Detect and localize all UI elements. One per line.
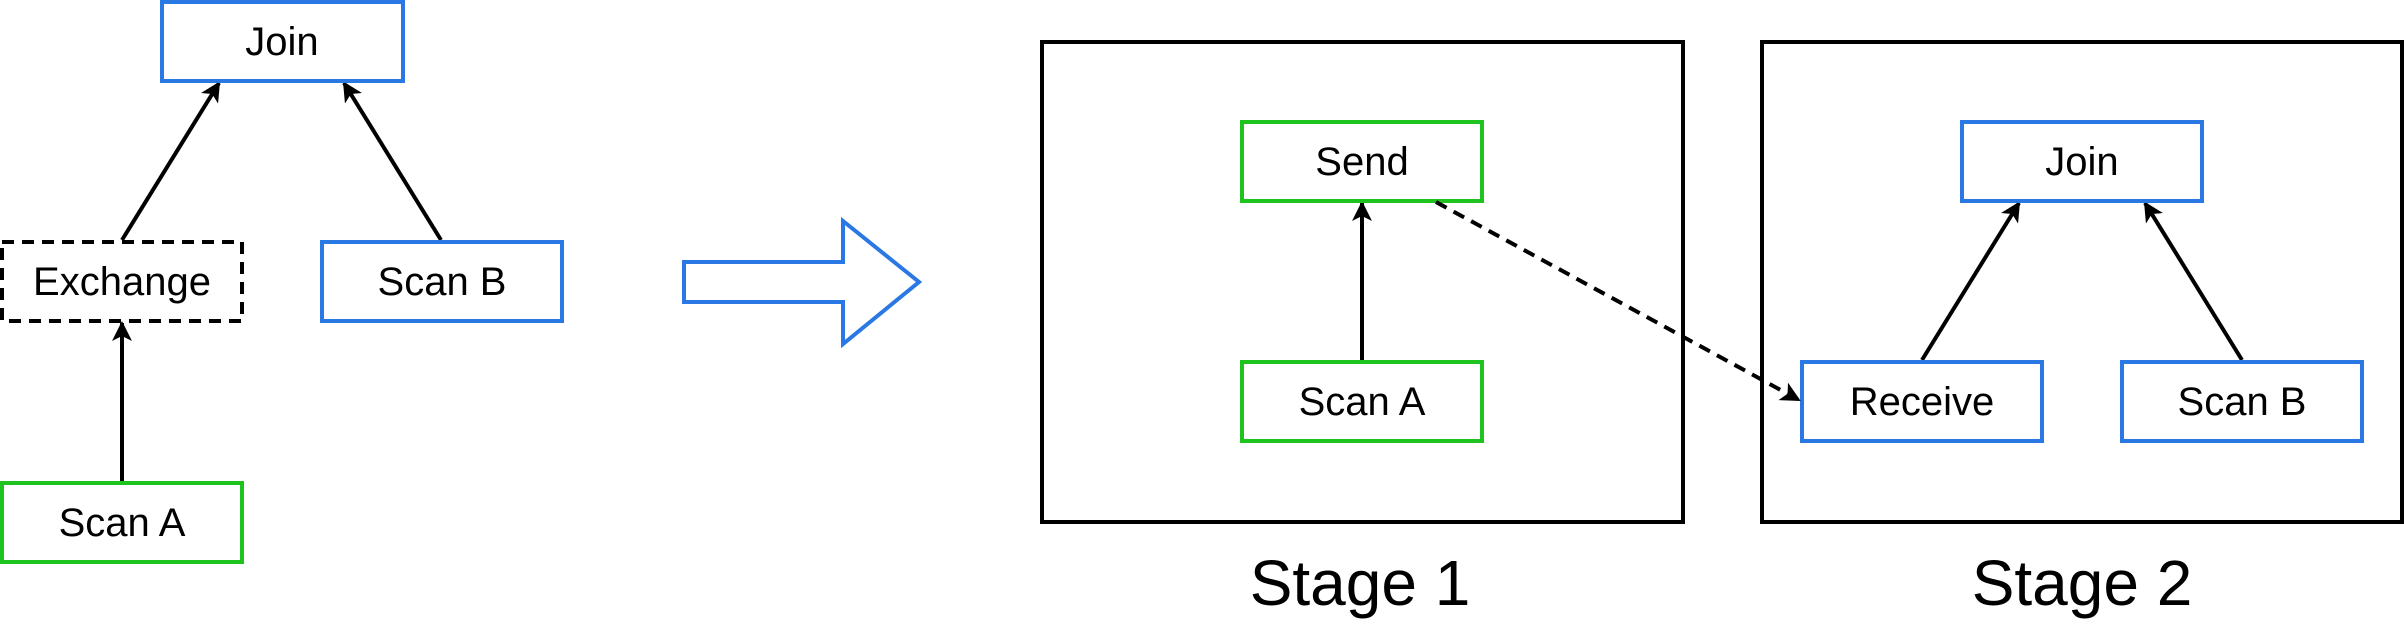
stage2-join-node: Join [1960,120,2204,203]
receive-label: Receive [1850,380,1995,424]
stage-2-frame [1760,40,2404,524]
scan-b-label: Scan B [378,260,507,304]
stage1-scan-a-label: Scan A [1299,380,1426,424]
receive-node: Receive [1800,360,2044,443]
scan-a-label: Scan A [59,501,186,545]
right-arrow-icon [682,216,923,349]
stage2-join-label: Join [2045,140,2118,184]
exchange-label: Exchange [33,260,211,304]
edge-receive-to-join [1920,201,2021,362]
scan-b-node: Scan B [320,240,564,323]
stage-2-title: Stage 2 [1972,547,2193,619]
scan-a-node: Scan A [0,481,244,564]
stage1-scan-a-node: Scan A [1240,360,1484,443]
stage2-scan-b-node: Scan B [2120,360,2364,443]
edge-scanb-to-join [342,81,443,242]
send-node: Send [1240,120,1484,203]
stage-2: Join Receive Scan B Stage 2 [1760,40,2404,619]
exchange-node: Exchange [0,240,244,323]
edge-exchange-to-join [120,81,221,242]
stage2-scan-b-label: Scan B [2178,380,2307,424]
stage-1-frame [1040,40,1685,524]
edge-send-to-receive [1435,200,1801,402]
stage-1-title: Stage 1 [1250,547,1471,619]
edge-scanb-to-join-stage2 [2143,201,2244,362]
left-plan: Join Exchange Scan B Scan A [0,0,564,564]
join-node: Join [160,0,405,83]
join-label: Join [245,20,318,64]
stage-1: Send Scan A Stage 1 [1040,40,1685,619]
send-label: Send [1315,140,1408,184]
